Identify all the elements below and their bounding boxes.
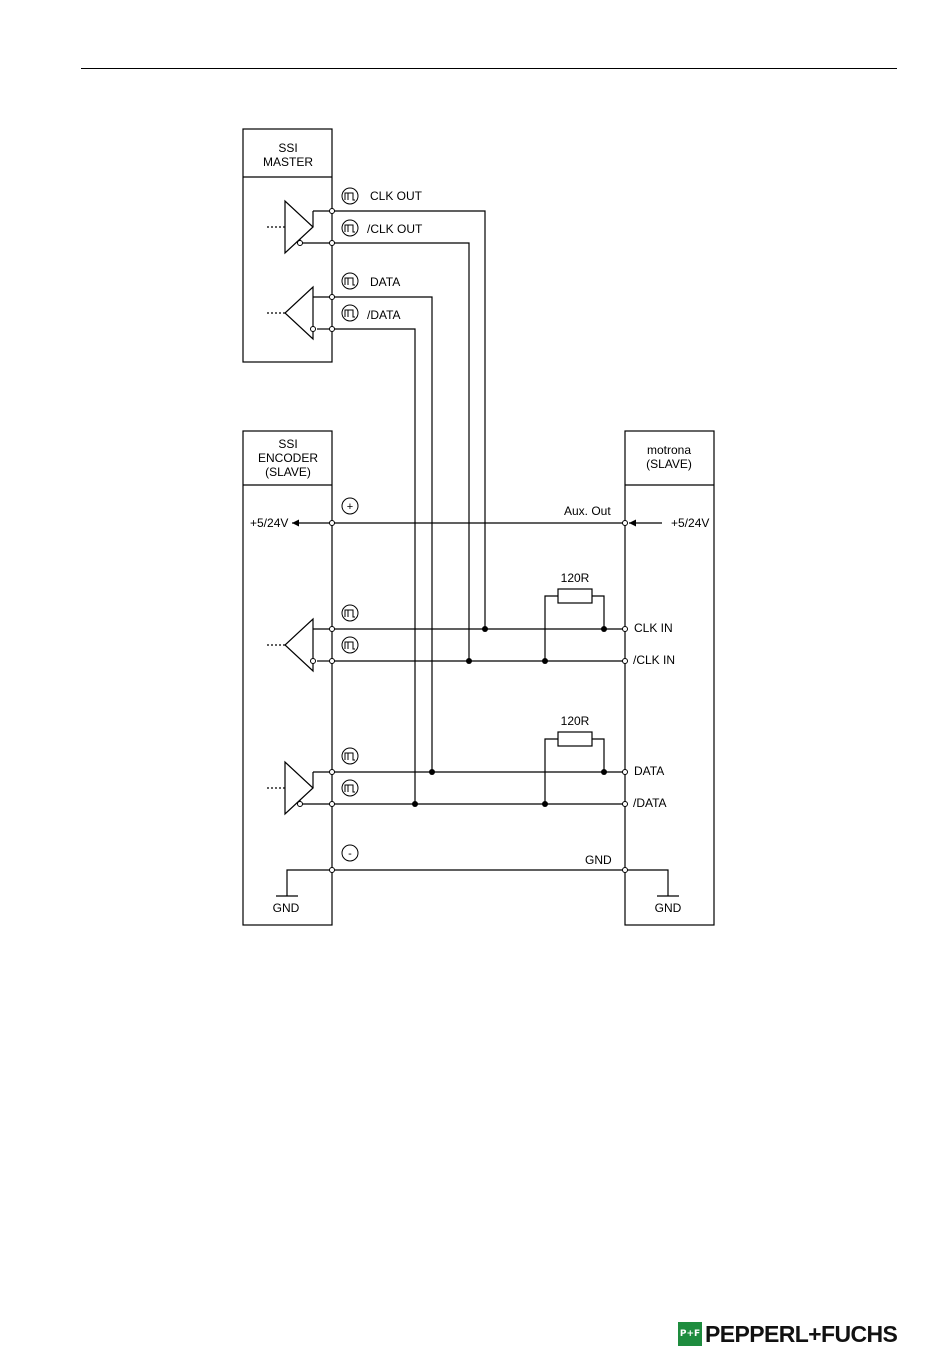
ground-symbol-icon — [625, 870, 679, 896]
minus-sign: - — [348, 848, 352, 860]
brand-name: PEPPERL+FUCHS — [705, 1321, 897, 1348]
label-data-in: DATA — [634, 764, 664, 778]
pulse-signal-icon — [342, 188, 358, 796]
encoder-receiver-icon — [285, 619, 332, 671]
label-power-right: +5/24V — [671, 516, 709, 530]
label-nclk-out: /CLK OUT — [367, 222, 423, 236]
label-power-left: +5/24V — [250, 516, 288, 530]
resistor-120r-data — [545, 732, 604, 804]
master-title-line2: MASTER — [263, 155, 313, 169]
master-driver-icon — [285, 201, 332, 253]
encoder-title-line3: (SLAVE) — [265, 465, 311, 479]
motrona-title-line2: (SLAVE) — [646, 457, 692, 471]
label-clk-in: CLK IN — [634, 621, 673, 635]
encoder-box — [243, 431, 332, 925]
brand-logo: P+F PEPPERL+FUCHS — [678, 1320, 897, 1348]
master-title-line1: SSI — [278, 141, 297, 155]
ground-symbol-icon — [276, 870, 332, 896]
label-gnd-bus: GND — [585, 853, 612, 867]
label-clk-out: CLK OUT — [370, 189, 423, 203]
label-resistor-1: 120R — [561, 571, 590, 585]
label-ndata-in: /DATA — [633, 796, 667, 810]
label-ndata-out: /DATA — [367, 308, 401, 322]
encoder-title-line1: SSI — [278, 437, 297, 451]
motrona-title-line1: motrona — [647, 443, 691, 457]
label-gnd-right: GND — [655, 901, 682, 915]
label-nclk-in: /CLK IN — [633, 653, 675, 667]
plus-sign: + — [347, 501, 353, 513]
label-data-out: DATA — [370, 275, 400, 289]
label-aux-out: Aux. Out — [564, 504, 611, 518]
encoder-driver-icon — [285, 762, 332, 814]
brand-mark-icon: P+F — [678, 1322, 702, 1346]
label-gnd-left: GND — [273, 901, 300, 915]
master-receiver-icon — [285, 287, 332, 339]
resistor-120r-clk — [545, 589, 604, 661]
motrona-box — [625, 431, 714, 925]
encoder-title-line2: ENCODER — [258, 451, 318, 465]
label-resistor-2: 120R — [561, 714, 590, 728]
